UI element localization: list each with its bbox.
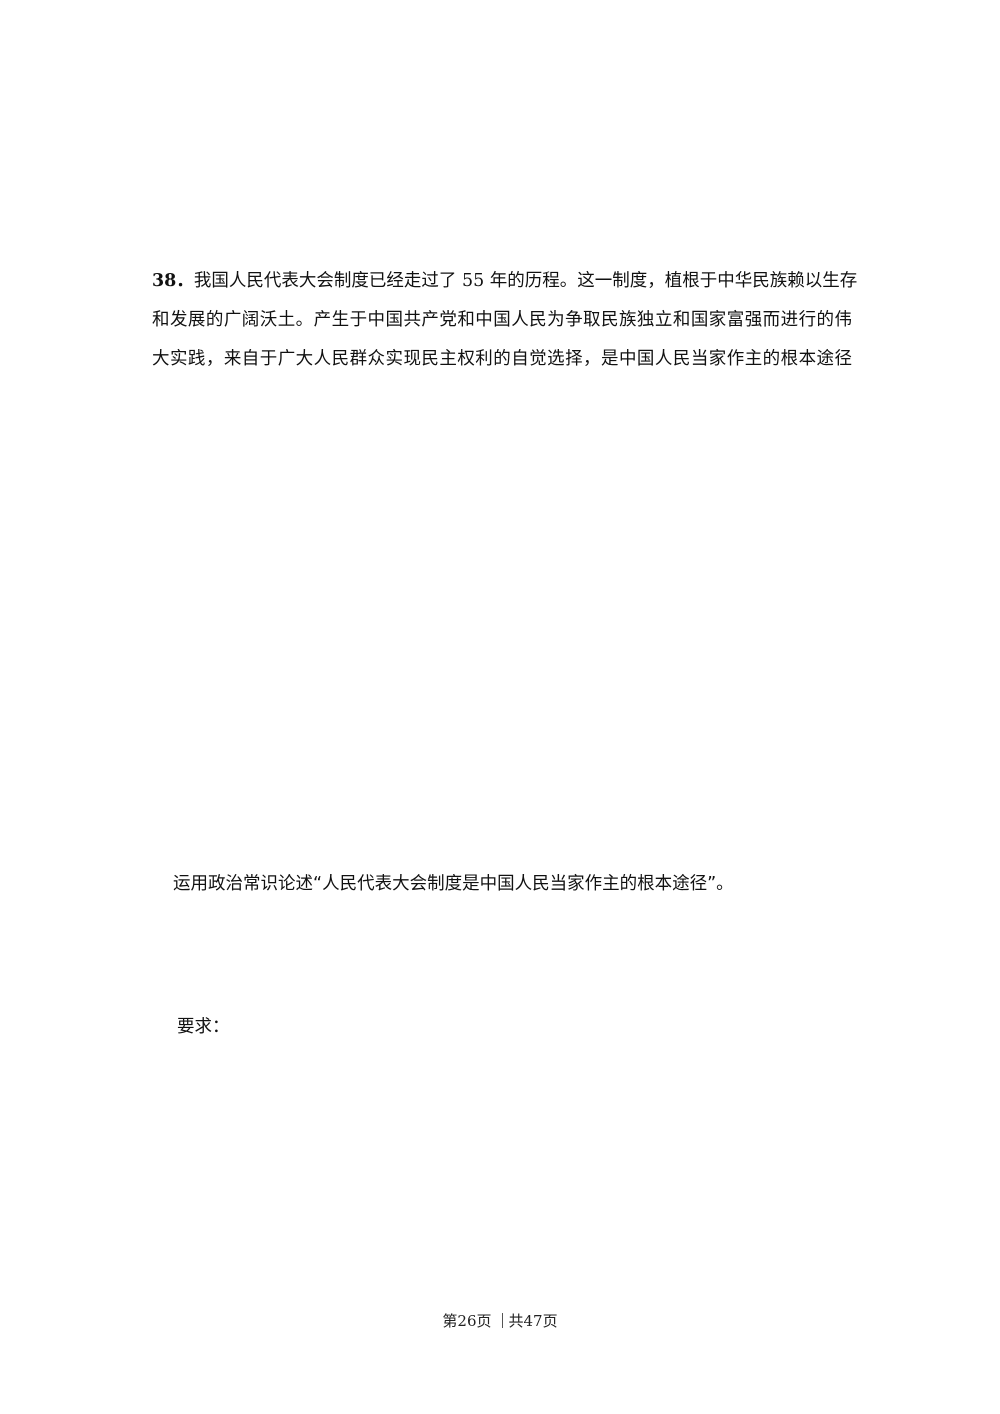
question-line-1-pre: 我国人民代表大会制度已经走过了 — [193, 271, 457, 291]
page-current: 第26页 — [442, 1312, 492, 1330]
question-line-1: 38．我国人民代表大会制度已经走过了 55 年的历程。这一制度，植根于中华民族赖… — [152, 262, 857, 301]
question-line-2: 和发展的广阔沃土。产生于中国共产党和中国人民为争取民族独立和国家富强而进行的伟 — [152, 310, 852, 330]
page-total: 共47页 — [508, 1312, 558, 1330]
requirement-label: 要求： — [177, 1017, 230, 1037]
question-number: 38． — [152, 271, 194, 291]
question-line-1-post: 年的历程。这一制度，植根于中华民族赖以生存 — [489, 271, 858, 291]
page-footer: 第26页共47页 — [0, 1309, 1000, 1333]
question-years: 55 — [461, 271, 485, 291]
question-line-3: 大实践，来自于广大人民群众实现民主权利的自觉选择，是中国人民当家作主的根本途径 — [152, 349, 852, 369]
task-prompt: 运用政治常识论述“人民代表大会制度是中国人民当家作主的根本途径”。 — [173, 874, 734, 894]
footer-separator — [501, 1313, 503, 1328]
question-38: 38．我国人民代表大会制度已经走过了 55 年的历程。这一制度，植根于中华民族赖… — [152, 262, 857, 379]
